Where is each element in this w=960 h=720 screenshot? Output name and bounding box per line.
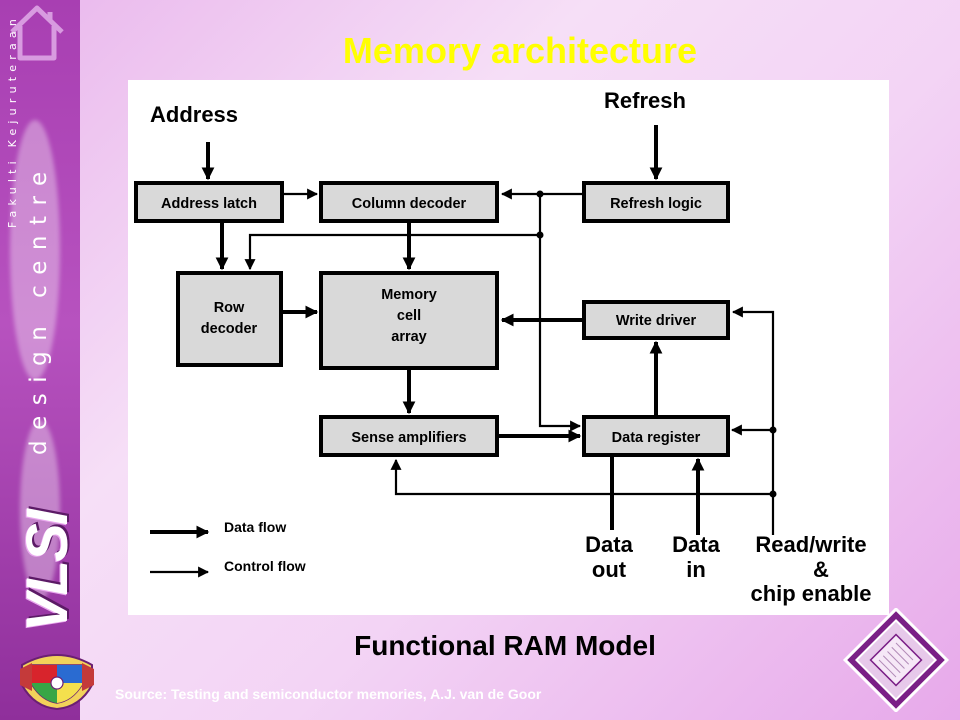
centre-vertical-text: design centre	[26, 161, 52, 455]
data-in-label-line1: Data	[672, 532, 720, 557]
address-input-label: Address	[150, 102, 238, 127]
address-latch-label: Address latch	[161, 196, 257, 212]
rw-enable-label-line3: chip enable	[750, 581, 871, 606]
diagram-caption: Functional RAM Model	[354, 630, 656, 661]
legend: Data flow Control flow	[150, 519, 306, 578]
rw-enable-label-line1: Read/write	[755, 532, 866, 557]
address-latch-block: Address latch	[134, 181, 284, 223]
data-register-label: Data register	[612, 430, 701, 446]
memory-cell-array-block: Memory cell array	[319, 271, 499, 370]
home-icon[interactable]	[6, 2, 68, 64]
data-register-block: Data register	[582, 415, 730, 457]
data-flow-arrows	[201, 125, 705, 535]
memory-cell-array-label-line3: array	[391, 329, 426, 345]
memory-cell-array-label-line1: Memory	[381, 287, 437, 303]
column-decoder-label: Column decoder	[352, 196, 467, 212]
row-decoder-label-line2: decoder	[201, 321, 258, 337]
sense-amplifiers-block: Sense amplifiers	[319, 415, 499, 457]
data-out-label-line2: out	[592, 557, 627, 582]
row-decoder-block: Row decoder	[176, 271, 283, 367]
memory-cell-array-label-line2: cell	[397, 308, 421, 324]
write-driver-label: Write driver	[616, 313, 697, 329]
diagram-panel: Address Refresh Address latch Column dec…	[128, 80, 889, 615]
legend-data-flow: Data flow	[224, 519, 286, 535]
vlsi-brand: VLSI	[15, 511, 80, 632]
sense-amplifiers-label: Sense amplifiers	[351, 430, 466, 446]
university-crest-icon	[20, 654, 94, 711]
rw-enable-label-line2: &	[813, 557, 829, 582]
sidebar	[0, 0, 80, 720]
control-flow-arrows	[244, 188, 777, 535]
data-out-label-line1: Data	[585, 532, 633, 557]
row-decoder-label-line1: Row	[214, 300, 245, 316]
refresh-logic-label: Refresh logic	[610, 196, 702, 212]
ram-block-diagram: Address Refresh Address latch Column dec…	[134, 88, 872, 606]
faculty-vertical-text: Fakulti Kejuruteraan	[6, 14, 19, 228]
legend-control-flow: Control flow	[224, 558, 306, 574]
design-centre-logo-icon	[842, 608, 950, 712]
refresh-input-label: Refresh	[604, 88, 686, 113]
slide-title: Memory architecture	[342, 30, 698, 71]
refresh-logic-block: Refresh logic	[582, 181, 730, 223]
write-driver-block: Write driver	[582, 300, 730, 340]
source-citation: Source: Testing and semiconductor memori…	[115, 686, 542, 702]
column-decoder-block: Column decoder	[319, 181, 499, 223]
data-in-label-line2: in	[686, 557, 706, 582]
